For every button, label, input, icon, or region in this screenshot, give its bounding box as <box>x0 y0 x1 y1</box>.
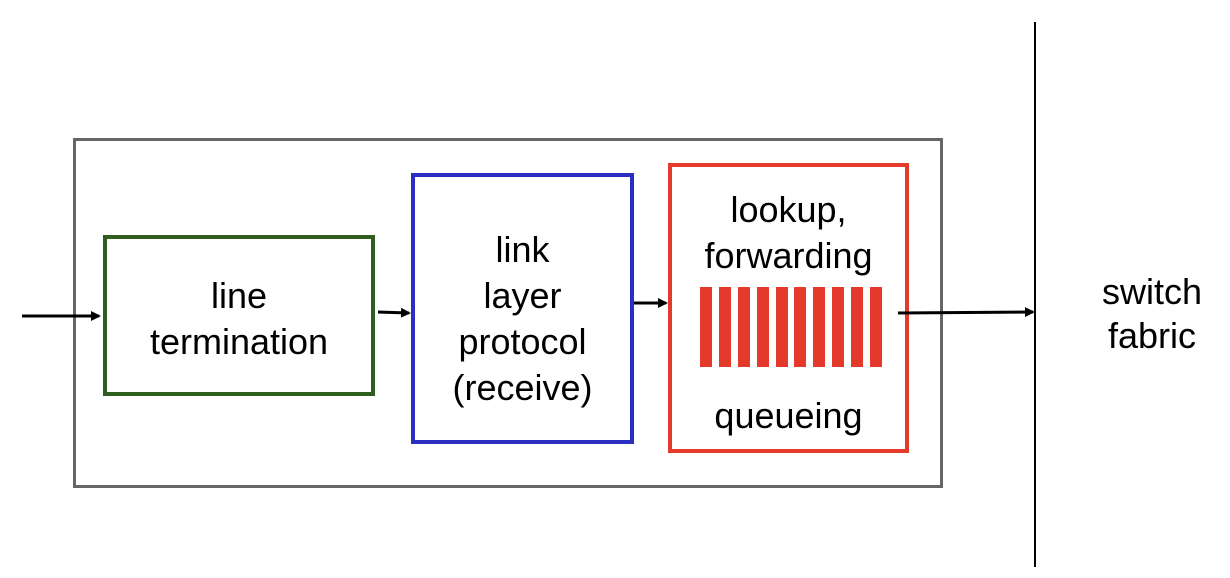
queue-slot <box>718 287 731 367</box>
switch-fabric-label: switch fabric <box>1101 271 1203 356</box>
arrow-line-to-link <box>377 307 411 318</box>
queue-slot <box>737 287 750 367</box>
queue-slot <box>813 287 826 367</box>
link-layer-box: link layer protocol (receive) <box>411 173 634 444</box>
queue-slot <box>851 287 863 367</box>
queue-buffer <box>700 287 882 367</box>
arrow-lookup-to-fabric <box>897 307 1035 318</box>
link-layer-label: link layer protocol (receive) <box>452 229 593 408</box>
switch-fabric-divider <box>1034 22 1036 567</box>
queue-slot <box>794 287 807 367</box>
queueing-label: queueing <box>714 395 863 436</box>
queue-slot <box>700 287 712 367</box>
line-termination-label: line termination <box>149 274 329 362</box>
line-termination-box: line termination <box>103 235 375 396</box>
lookup-forwarding-label: lookup, forwarding <box>704 189 873 276</box>
queue-slot <box>832 287 845 367</box>
queue-slot <box>869 287 882 367</box>
lookup-forwarding-box: lookup, forwarding queueing <box>668 163 909 453</box>
queue-slot <box>775 287 788 367</box>
queue-slot <box>756 287 769 367</box>
